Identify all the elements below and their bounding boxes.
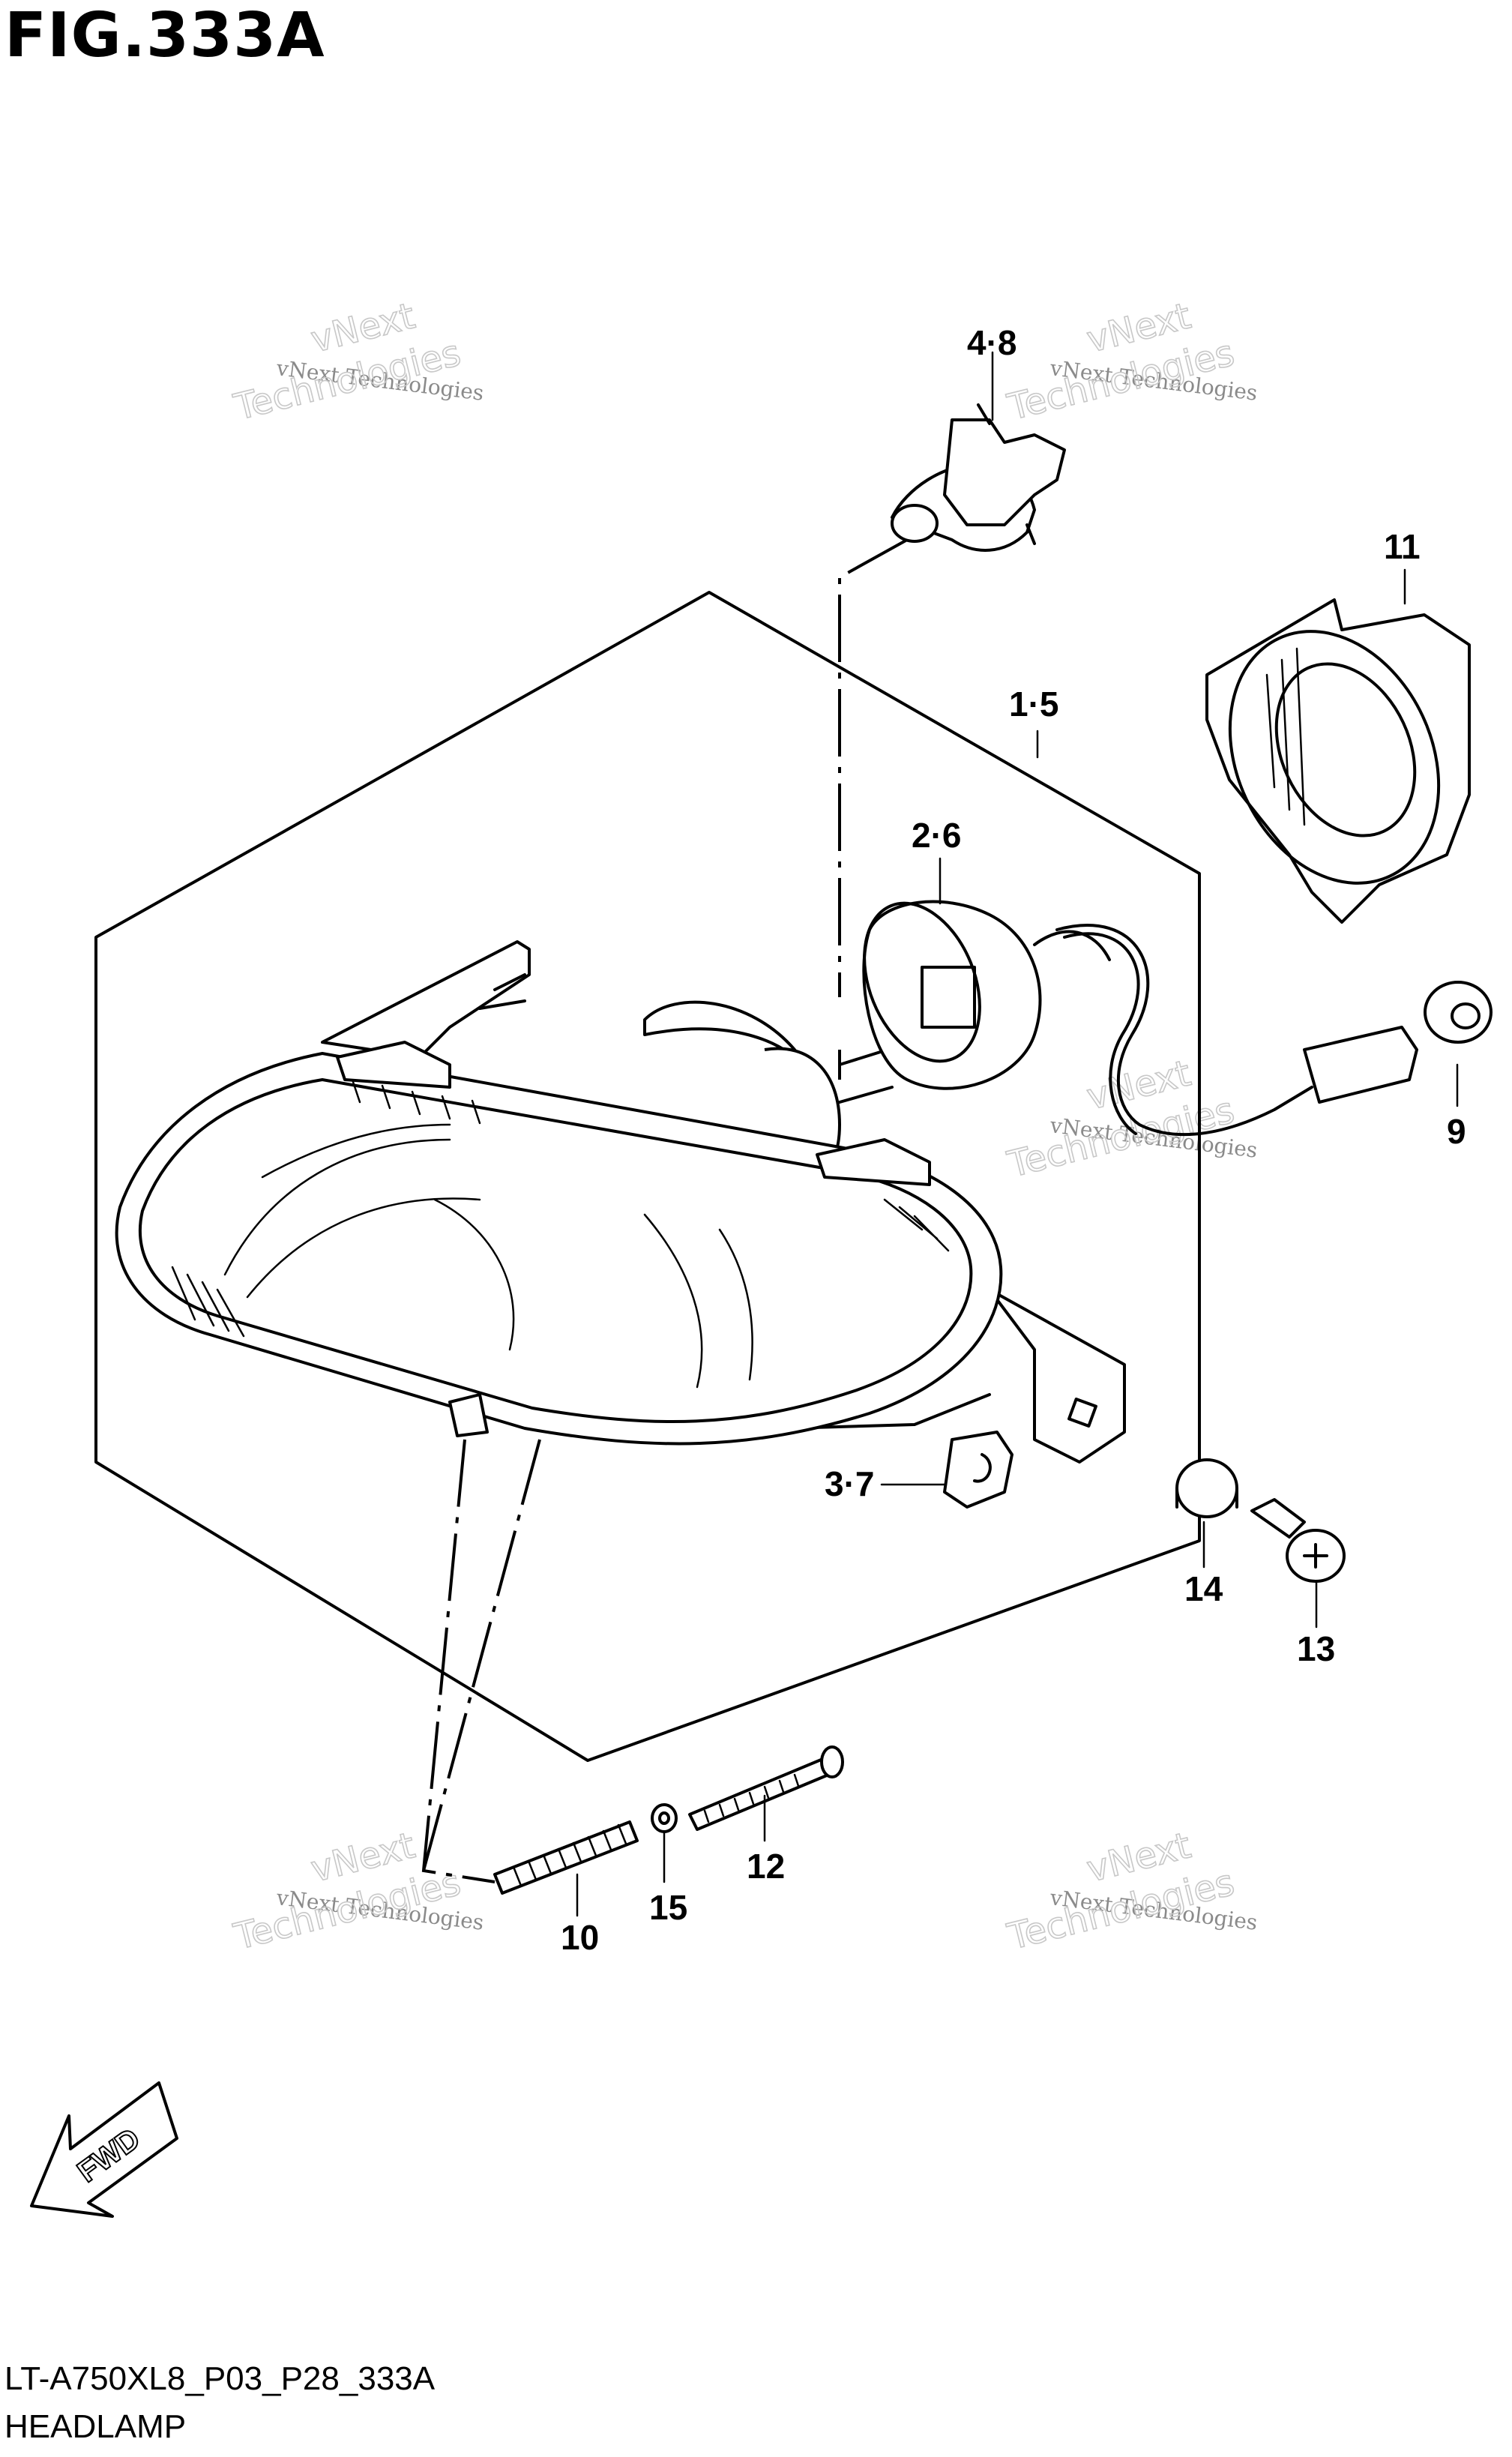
callout-12: 12 (747, 1847, 785, 1886)
watermark-bottom-right: vNext Technologies vNext Technologies (1003, 1824, 1259, 1959)
assembly-line-bulb (838, 538, 908, 997)
document-code: LT-A750XL8_P03_P28_333A (4, 2360, 436, 2397)
figure-title: FIG.333A (4, 0, 325, 71)
watermark-bottom-left: vNext Technologies vNext Technologies (229, 1824, 486, 1959)
headlight-bulb (891, 403, 1066, 552)
wire-harness (1055, 924, 1418, 1137)
assembly-line-spring (422, 1439, 541, 1871)
callout-4-8: 4·8 (967, 323, 1016, 362)
callout-10: 10 (561, 1918, 599, 1957)
fwd-arrow-icon: FWD (30, 2081, 178, 2218)
mounting-clip (943, 1431, 1013, 1509)
bulb-socket (862, 900, 1111, 1090)
assembly-line-screw (421, 1439, 496, 1883)
callout-15: 15 (649, 1888, 687, 1927)
watermark-top-left: vNext Technologies vNext Technologies (229, 295, 486, 430)
callout-1-5: 1·5 (1009, 685, 1058, 724)
headlamp-lens (115, 1041, 1003, 1446)
assembly-boundary (94, 591, 1201, 1762)
adjusting-screw (688, 1745, 844, 1831)
callout-2-6: 2·6 (912, 816, 961, 855)
screw (1250, 1498, 1346, 1583)
callout-11: 11 (1384, 527, 1421, 566)
callout-14: 14 (1184, 1569, 1223, 1608)
cushion (1175, 1458, 1238, 1518)
callout-13: 13 (1297, 1629, 1335, 1668)
washer (651, 1803, 678, 1833)
retainer-ring (1205, 598, 1471, 924)
figure-name: HEADLAMP (4, 2408, 187, 2445)
callout-9: 9 (1447, 1112, 1466, 1151)
leader-lines (576, 351, 1459, 1917)
spring (493, 1820, 639, 1895)
callout-3-7: 3·7 (825, 1464, 874, 1503)
grommet (1424, 981, 1493, 1044)
watermark-top-right: vNext Technologies vNext Technologies (1003, 295, 1259, 430)
